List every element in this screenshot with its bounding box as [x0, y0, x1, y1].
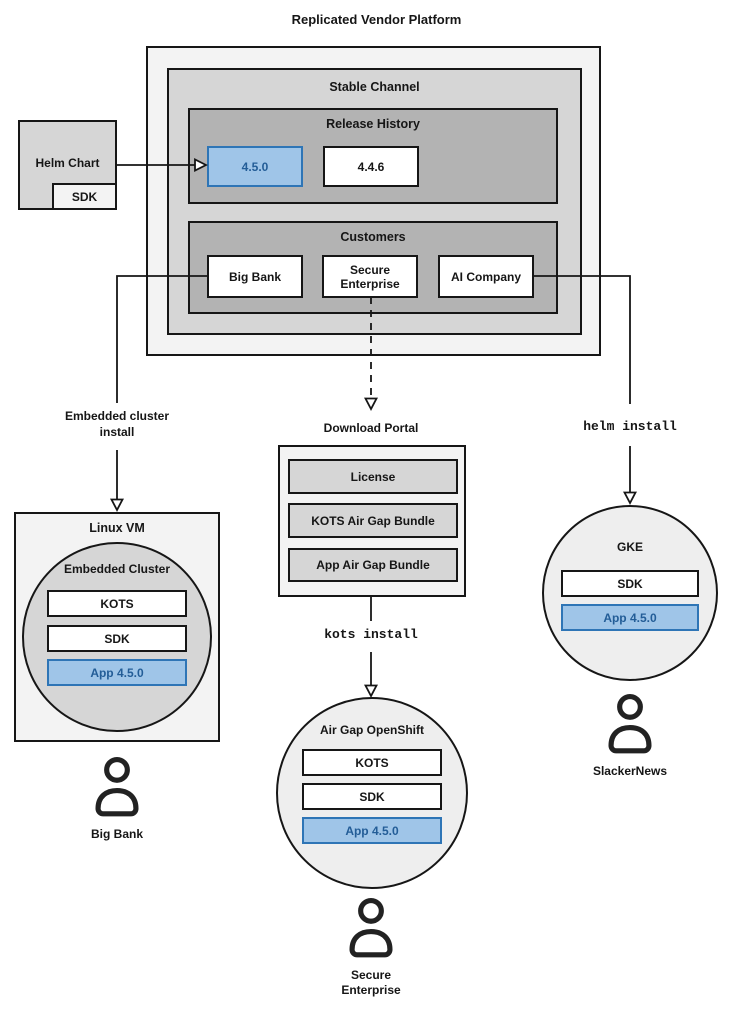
air-gap-openshift-label: Air Gap OpenShift — [319, 723, 424, 737]
portal-app-bundle-box: App Air Gap Bundle — [288, 548, 458, 582]
release-version-4-4-6: 4.4.6 — [323, 146, 419, 187]
download-portal-label: Download Portal — [323, 421, 419, 435]
slackernews-user: SlackerNews — [570, 694, 690, 779]
release-version-4-5-0: 4.5.0 — [207, 146, 303, 187]
gke-sdk-box: SDK — [561, 570, 699, 597]
arrowhead-down-icon — [623, 491, 637, 505]
secure-enterprise-user: Secure Enterprise — [311, 898, 431, 998]
embedded-cluster-install-label: Embedded cluster install — [64, 409, 170, 439]
arrowhead-down-icon — [110, 498, 124, 512]
embedded-cluster-sdk-box: SDK — [47, 625, 187, 652]
helm-chart-sdk-box: SDK — [52, 183, 117, 210]
embedded-cluster-kots-box: KOTS — [47, 590, 187, 617]
helm-chart-label: Helm Chart — [35, 156, 100, 170]
slackernews-user-label: SlackerNews — [592, 764, 668, 778]
embedded-cluster-label: Embedded Cluster — [63, 562, 171, 576]
openshift-kots-box: KOTS — [302, 749, 442, 776]
customers-label: Customers — [340, 230, 406, 244]
big-bank-user-label: Big Bank — [90, 827, 143, 841]
portal-license-box: License — [288, 459, 458, 494]
kots-install-label: kots install — [324, 627, 418, 642]
openshift-sdk-box: SDK — [302, 783, 442, 810]
diagram-title: Replicated Vendor Platform — [291, 12, 462, 27]
stable-channel-label: Stable Channel — [329, 80, 420, 94]
arrowhead-down-icon — [364, 684, 378, 698]
gke-app-box: App 4.5.0 — [561, 604, 699, 631]
customer-big-bank: Big Bank — [207, 255, 303, 298]
helm-install-label: helm install — [583, 419, 677, 434]
customer-ai-company: AI Company — [438, 255, 534, 298]
big-bank-user: Big Bank — [57, 757, 177, 842]
gke-label: GKE — [616, 540, 643, 554]
release-history-label: Release History — [326, 117, 420, 131]
linux-vm-label: Linux VM — [89, 521, 145, 535]
embedded-cluster-app-box: App 4.5.0 — [47, 659, 187, 686]
arrowhead-down-icon — [364, 397, 378, 411]
person-icon — [349, 898, 393, 958]
secure-enterprise-user-label: Secure Enterprise — [341, 968, 401, 997]
person-icon — [608, 694, 652, 754]
customer-secure-enterprise: Secure Enterprise — [322, 255, 418, 298]
openshift-app-box: App 4.5.0 — [302, 817, 442, 844]
portal-kots-bundle-box: KOTS Air Gap Bundle — [288, 503, 458, 538]
person-icon — [95, 757, 139, 817]
